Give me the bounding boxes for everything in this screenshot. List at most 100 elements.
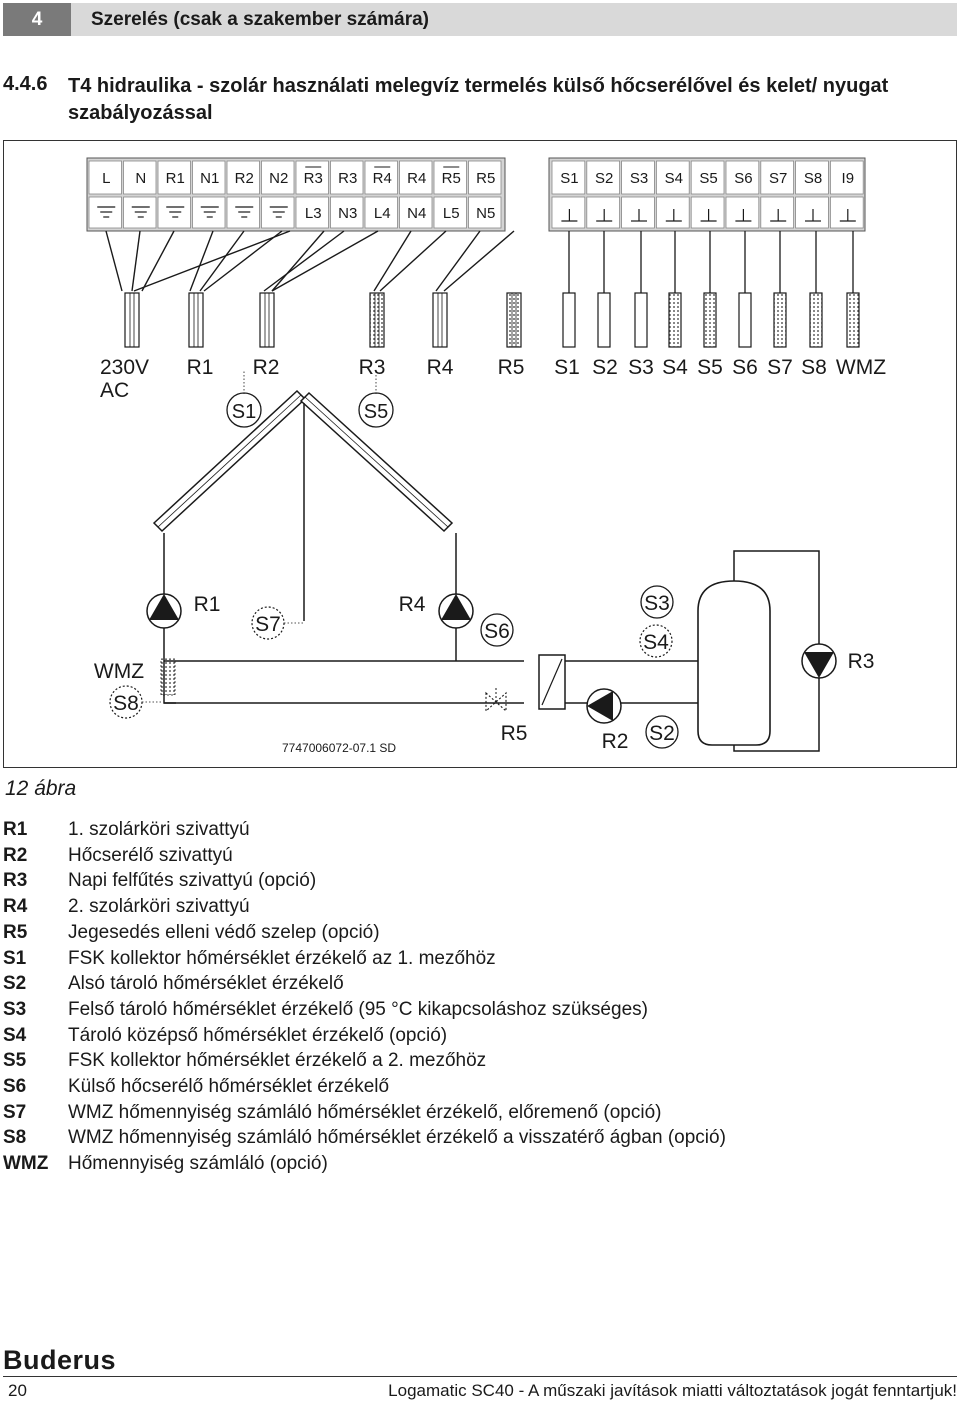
terminal-cell	[551, 196, 586, 229]
legend-code: S2	[3, 973, 27, 995]
terminal-cell	[795, 196, 829, 229]
sensor-cable	[668, 292, 682, 348]
terminal-label: S2	[595, 170, 613, 187]
terminal-cell	[551, 160, 586, 195]
pump-r3	[801, 643, 837, 679]
pump-r2	[586, 688, 622, 724]
legend-text: WMZ hőmennyiség számláló hőmérséklet érz…	[68, 1127, 726, 1149]
terminal-label: S8	[804, 170, 822, 187]
sensor-cable	[846, 292, 860, 348]
pump-r1	[146, 593, 182, 629]
terminal-label: R3	[338, 170, 357, 187]
cable-label: S4	[662, 356, 688, 379]
sensor-cable	[703, 292, 717, 348]
legend-code: S6	[3, 1076, 27, 1097]
cable-sleeve	[259, 292, 275, 348]
terminal-cell	[690, 160, 725, 195]
valve-r5	[485, 691, 507, 713]
cable-sleeve	[369, 292, 385, 348]
collector-line	[157, 394, 302, 528]
sensor-s5-label: S5	[364, 401, 388, 423]
sensor-s2-circle	[645, 715, 679, 749]
terminal-label: R4	[407, 170, 426, 187]
signal-wire	[263, 230, 345, 292]
legend-code: R3	[3, 870, 28, 892]
pump-triangle	[149, 594, 179, 620]
terminal-label: N1	[200, 170, 219, 187]
signal-wire	[141, 230, 175, 292]
section-title: T4 hidraulika - szolár használati melegv…	[68, 75, 889, 124]
sensor-cable	[773, 292, 787, 348]
terminal-cell	[656, 160, 690, 195]
signal-wire	[443, 230, 515, 292]
legend-code: S1	[3, 947, 27, 969]
terminal-label: N3	[338, 205, 357, 222]
sensor-cable	[597, 292, 611, 348]
signal-wire	[203, 230, 283, 292]
sensor-s6-circle	[480, 613, 514, 647]
terminal-label: S1	[560, 170, 578, 187]
terminal-label: L5	[443, 205, 460, 222]
sensor-cable	[634, 292, 648, 348]
legend-text: FSK kollektor hőmérséklet érzékelő a 2. …	[68, 1050, 487, 1072]
terminal-cell	[468, 160, 502, 195]
sensor-s1-label: S1	[232, 401, 256, 423]
signal-wire	[373, 230, 412, 292]
terminal-label: R5	[476, 170, 495, 187]
buderus-logo: Buderus	[3, 1345, 117, 1375]
sensor-s6-label: S6	[484, 620, 510, 643]
figure-caption: 12 ábra	[5, 777, 77, 800]
footer-divider	[3, 1376, 957, 1377]
terminal-cell	[830, 160, 864, 195]
sensor-cable	[562, 292, 576, 348]
terminal-cell	[760, 196, 794, 229]
legend-code: S8	[3, 1127, 27, 1149]
pump-triangle	[587, 691, 613, 721]
cable-label: S1	[554, 356, 580, 379]
terminal-label: R4	[373, 170, 392, 187]
terminal-cell	[725, 196, 760, 229]
terminal-cell	[468, 196, 502, 229]
terminal-cell	[123, 160, 157, 195]
terminal-cell	[192, 160, 226, 195]
legend-text: Hőcserélő szivattyú	[68, 844, 233, 866]
cable-label: S3	[628, 356, 654, 379]
legend-code: S7	[3, 1101, 27, 1123]
terminal-cell	[157, 160, 191, 195]
cable-sleeve	[506, 292, 522, 348]
terminal-cell	[399, 196, 433, 229]
terminal-cell	[830, 196, 864, 229]
chapter-title: Szerelés (csak a szakember számára)	[91, 9, 430, 30]
legend-text: Alsó tároló hőmérséklet érzékelő	[68, 973, 344, 995]
terminal-cell	[330, 160, 364, 195]
legend-text: 1. szolárköri szivattyú	[68, 819, 250, 840]
sensor-s2-label: S2	[649, 722, 675, 745]
sensor-s3-circle	[640, 585, 674, 619]
terminal-cell	[364, 196, 398, 229]
chapter-header: 4 Szerelés (csak a szakember számára)	[3, 3, 957, 36]
signal-wire	[379, 230, 447, 292]
label-r1: R1	[194, 593, 221, 616]
label-r4: R4	[399, 593, 426, 616]
pump-triangle	[804, 652, 834, 678]
legend-text: Hőmennyiség számláló (opció)	[68, 1153, 328, 1175]
collector-2	[299, 391, 454, 533]
legend-text: Felső tároló hőmérséklet érzékelő (95 °C…	[68, 998, 648, 1020]
terminal-label: N4	[407, 205, 426, 222]
label-r3: R3	[848, 650, 875, 673]
legend-code: R2	[3, 844, 28, 866]
terminal-cell	[261, 160, 295, 195]
sensor-cable	[738, 292, 752, 348]
cable-label: R5	[498, 356, 525, 379]
terminal-cell	[433, 160, 467, 195]
terminal-cell	[621, 196, 655, 229]
legend-code: R1	[3, 819, 28, 840]
cable-label: R2	[253, 356, 280, 379]
terminal-label: L4	[374, 205, 391, 222]
sensor-cable	[809, 292, 823, 348]
terminal-label: R2	[235, 170, 254, 187]
signal-wire	[199, 230, 245, 292]
signal-wire	[435, 230, 481, 292]
